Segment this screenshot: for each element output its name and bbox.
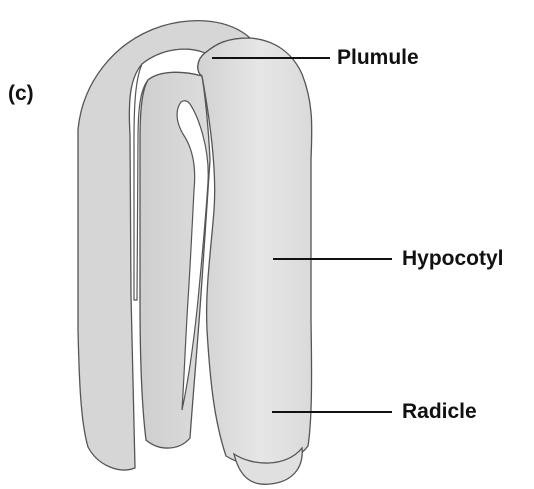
panel-label: (c) — [8, 82, 34, 105]
embryonic-axis — [198, 38, 312, 466]
radicle-label: Radicle — [402, 400, 477, 423]
plumule-label: Plumule — [337, 46, 419, 69]
hypocotyl-label: Hypocotyl — [402, 247, 504, 270]
